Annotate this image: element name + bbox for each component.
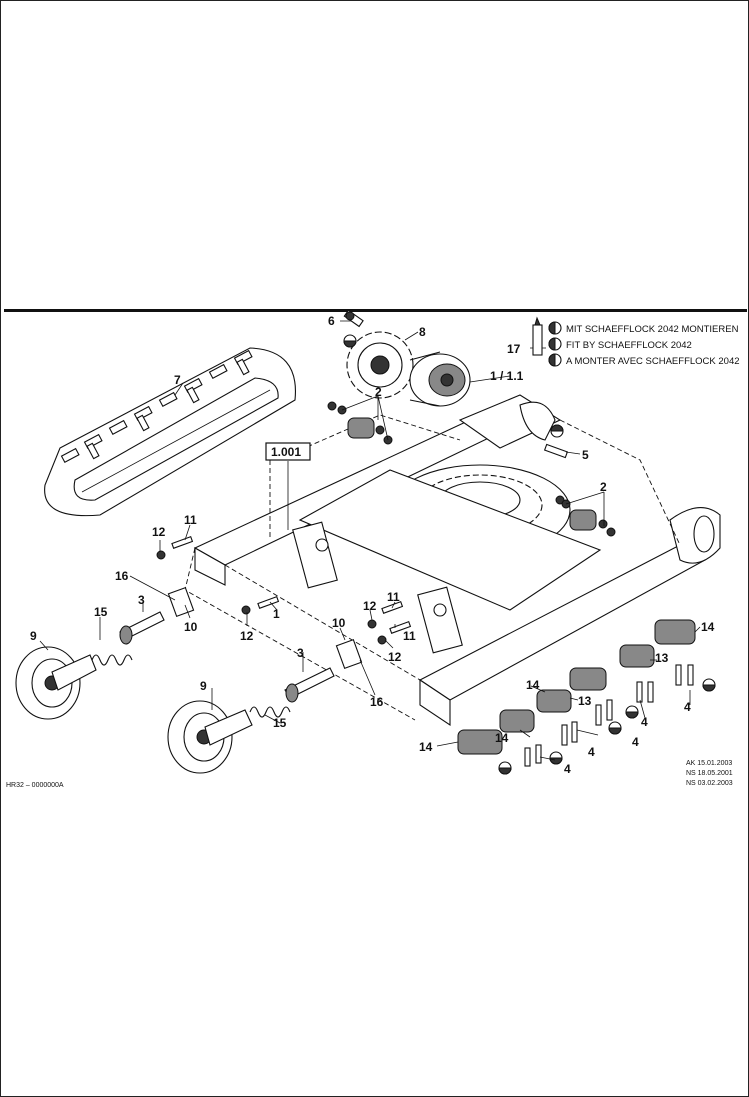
bottom-roller-2[interactable] bbox=[619, 644, 655, 668]
callout-15-b: 15 bbox=[273, 716, 287, 730]
callout-4-d: 4 bbox=[588, 745, 595, 759]
callout-9-b: 9 bbox=[200, 679, 207, 693]
callout-12-b: 12 bbox=[240, 629, 254, 643]
roller-bolts[interactable] bbox=[524, 664, 694, 767]
callout-10-b: 10 bbox=[332, 616, 346, 630]
callout-1-a: 1 bbox=[273, 607, 280, 621]
adhesive-legend: MIT SCHAEFFLOCK 2042 MONTIEREN FIT BY SC… bbox=[532, 316, 740, 367]
bottom-roller-1[interactable] bbox=[654, 619, 696, 645]
callout-17: 17 bbox=[507, 342, 521, 356]
callout-13-a: 13 bbox=[655, 651, 669, 665]
callout-16-a: 16 bbox=[115, 569, 129, 583]
mount-plate-lower[interactable] bbox=[335, 638, 363, 670]
idler-fork-lower[interactable] bbox=[204, 709, 253, 746]
revision-3: NS 03.02.2003 bbox=[686, 780, 733, 787]
callout-15-a: 15 bbox=[94, 605, 108, 619]
callout-4-b: 4 bbox=[641, 715, 648, 729]
callout-7: 7 bbox=[174, 373, 181, 387]
callout-14-c: 14 bbox=[495, 731, 509, 745]
callout-4-a: 4 bbox=[684, 700, 691, 714]
bottom-roller-3[interactable] bbox=[569, 667, 607, 691]
callout-11-a: 11 bbox=[184, 513, 197, 527]
sprocket-bolt[interactable] bbox=[343, 309, 364, 328]
callout-5: 5 bbox=[582, 448, 589, 462]
callout-8: 8 bbox=[419, 325, 426, 339]
callout-3-a: 3 bbox=[138, 593, 145, 607]
callout-13-b: 13 bbox=[578, 694, 592, 708]
bottom-roller-5[interactable] bbox=[499, 709, 535, 733]
tension-rod-lower[interactable] bbox=[284, 667, 335, 703]
rubber-track[interactable] bbox=[44, 347, 296, 517]
callout-4-e: 4 bbox=[564, 762, 571, 776]
adhesive-tube-icon bbox=[532, 324, 543, 356]
drawing-id: HR32 – 0000000A bbox=[6, 782, 64, 789]
sprocket[interactable] bbox=[346, 331, 414, 399]
callout-14-a: 14 bbox=[701, 620, 715, 634]
mount-plate-upper[interactable] bbox=[167, 586, 195, 618]
callout-1-1: 1 / 1.1 bbox=[490, 369, 524, 383]
callout-12-d: 12 bbox=[388, 650, 402, 664]
callout-9-a: 9 bbox=[30, 629, 37, 643]
callout-1001: 1.001 bbox=[271, 445, 301, 459]
note-en: FIT BY SCHAEFFLOCK 2042 bbox=[566, 340, 692, 351]
callout-2-upper: 2 bbox=[375, 385, 382, 399]
callout-12-c: 12 bbox=[363, 599, 377, 613]
revision-2: NS 18.05.2001 bbox=[686, 770, 733, 777]
top-roller-left[interactable] bbox=[327, 401, 393, 445]
bolt-5[interactable] bbox=[543, 424, 569, 459]
callout-2-lower: 2 bbox=[600, 480, 607, 494]
section-divider bbox=[4, 309, 747, 312]
tension-rod-upper[interactable] bbox=[119, 611, 165, 645]
callout-14-b: 14 bbox=[526, 678, 540, 692]
travel-motor[interactable] bbox=[409, 351, 471, 407]
half-circle-icon bbox=[548, 321, 562, 367]
bottom-roller-4[interactable] bbox=[536, 689, 572, 713]
revision-1: AK 15.01.2003 bbox=[686, 760, 732, 767]
loctite-marks bbox=[343, 334, 716, 775]
callout-14-d: 14 bbox=[419, 740, 433, 754]
callout-11-b: 11 bbox=[387, 590, 400, 604]
callout-10-a: 10 bbox=[184, 620, 198, 634]
callout-3-b: 3 bbox=[297, 646, 304, 660]
callout-6: 6 bbox=[328, 314, 335, 328]
tension-spring-lower[interactable] bbox=[249, 706, 291, 718]
callout-4-c: 4 bbox=[632, 735, 639, 749]
callout-12-a: 12 bbox=[152, 525, 166, 539]
callout-11-c: 11 bbox=[403, 629, 416, 643]
idler-fork-upper[interactable] bbox=[51, 654, 97, 691]
callout-16-b: 16 bbox=[370, 695, 384, 709]
note-de: MIT SCHAEFFLOCK 2042 MONTIEREN bbox=[566, 324, 739, 335]
callout-1001-box[interactable]: 1.001 bbox=[265, 442, 311, 461]
tension-spring-upper[interactable] bbox=[91, 654, 133, 666]
top-roller-right[interactable] bbox=[555, 495, 616, 537]
leader-lines bbox=[39, 320, 701, 761]
note-fr: A MONTER AVEC SCHAEFFLOCK 2042 bbox=[566, 356, 740, 367]
